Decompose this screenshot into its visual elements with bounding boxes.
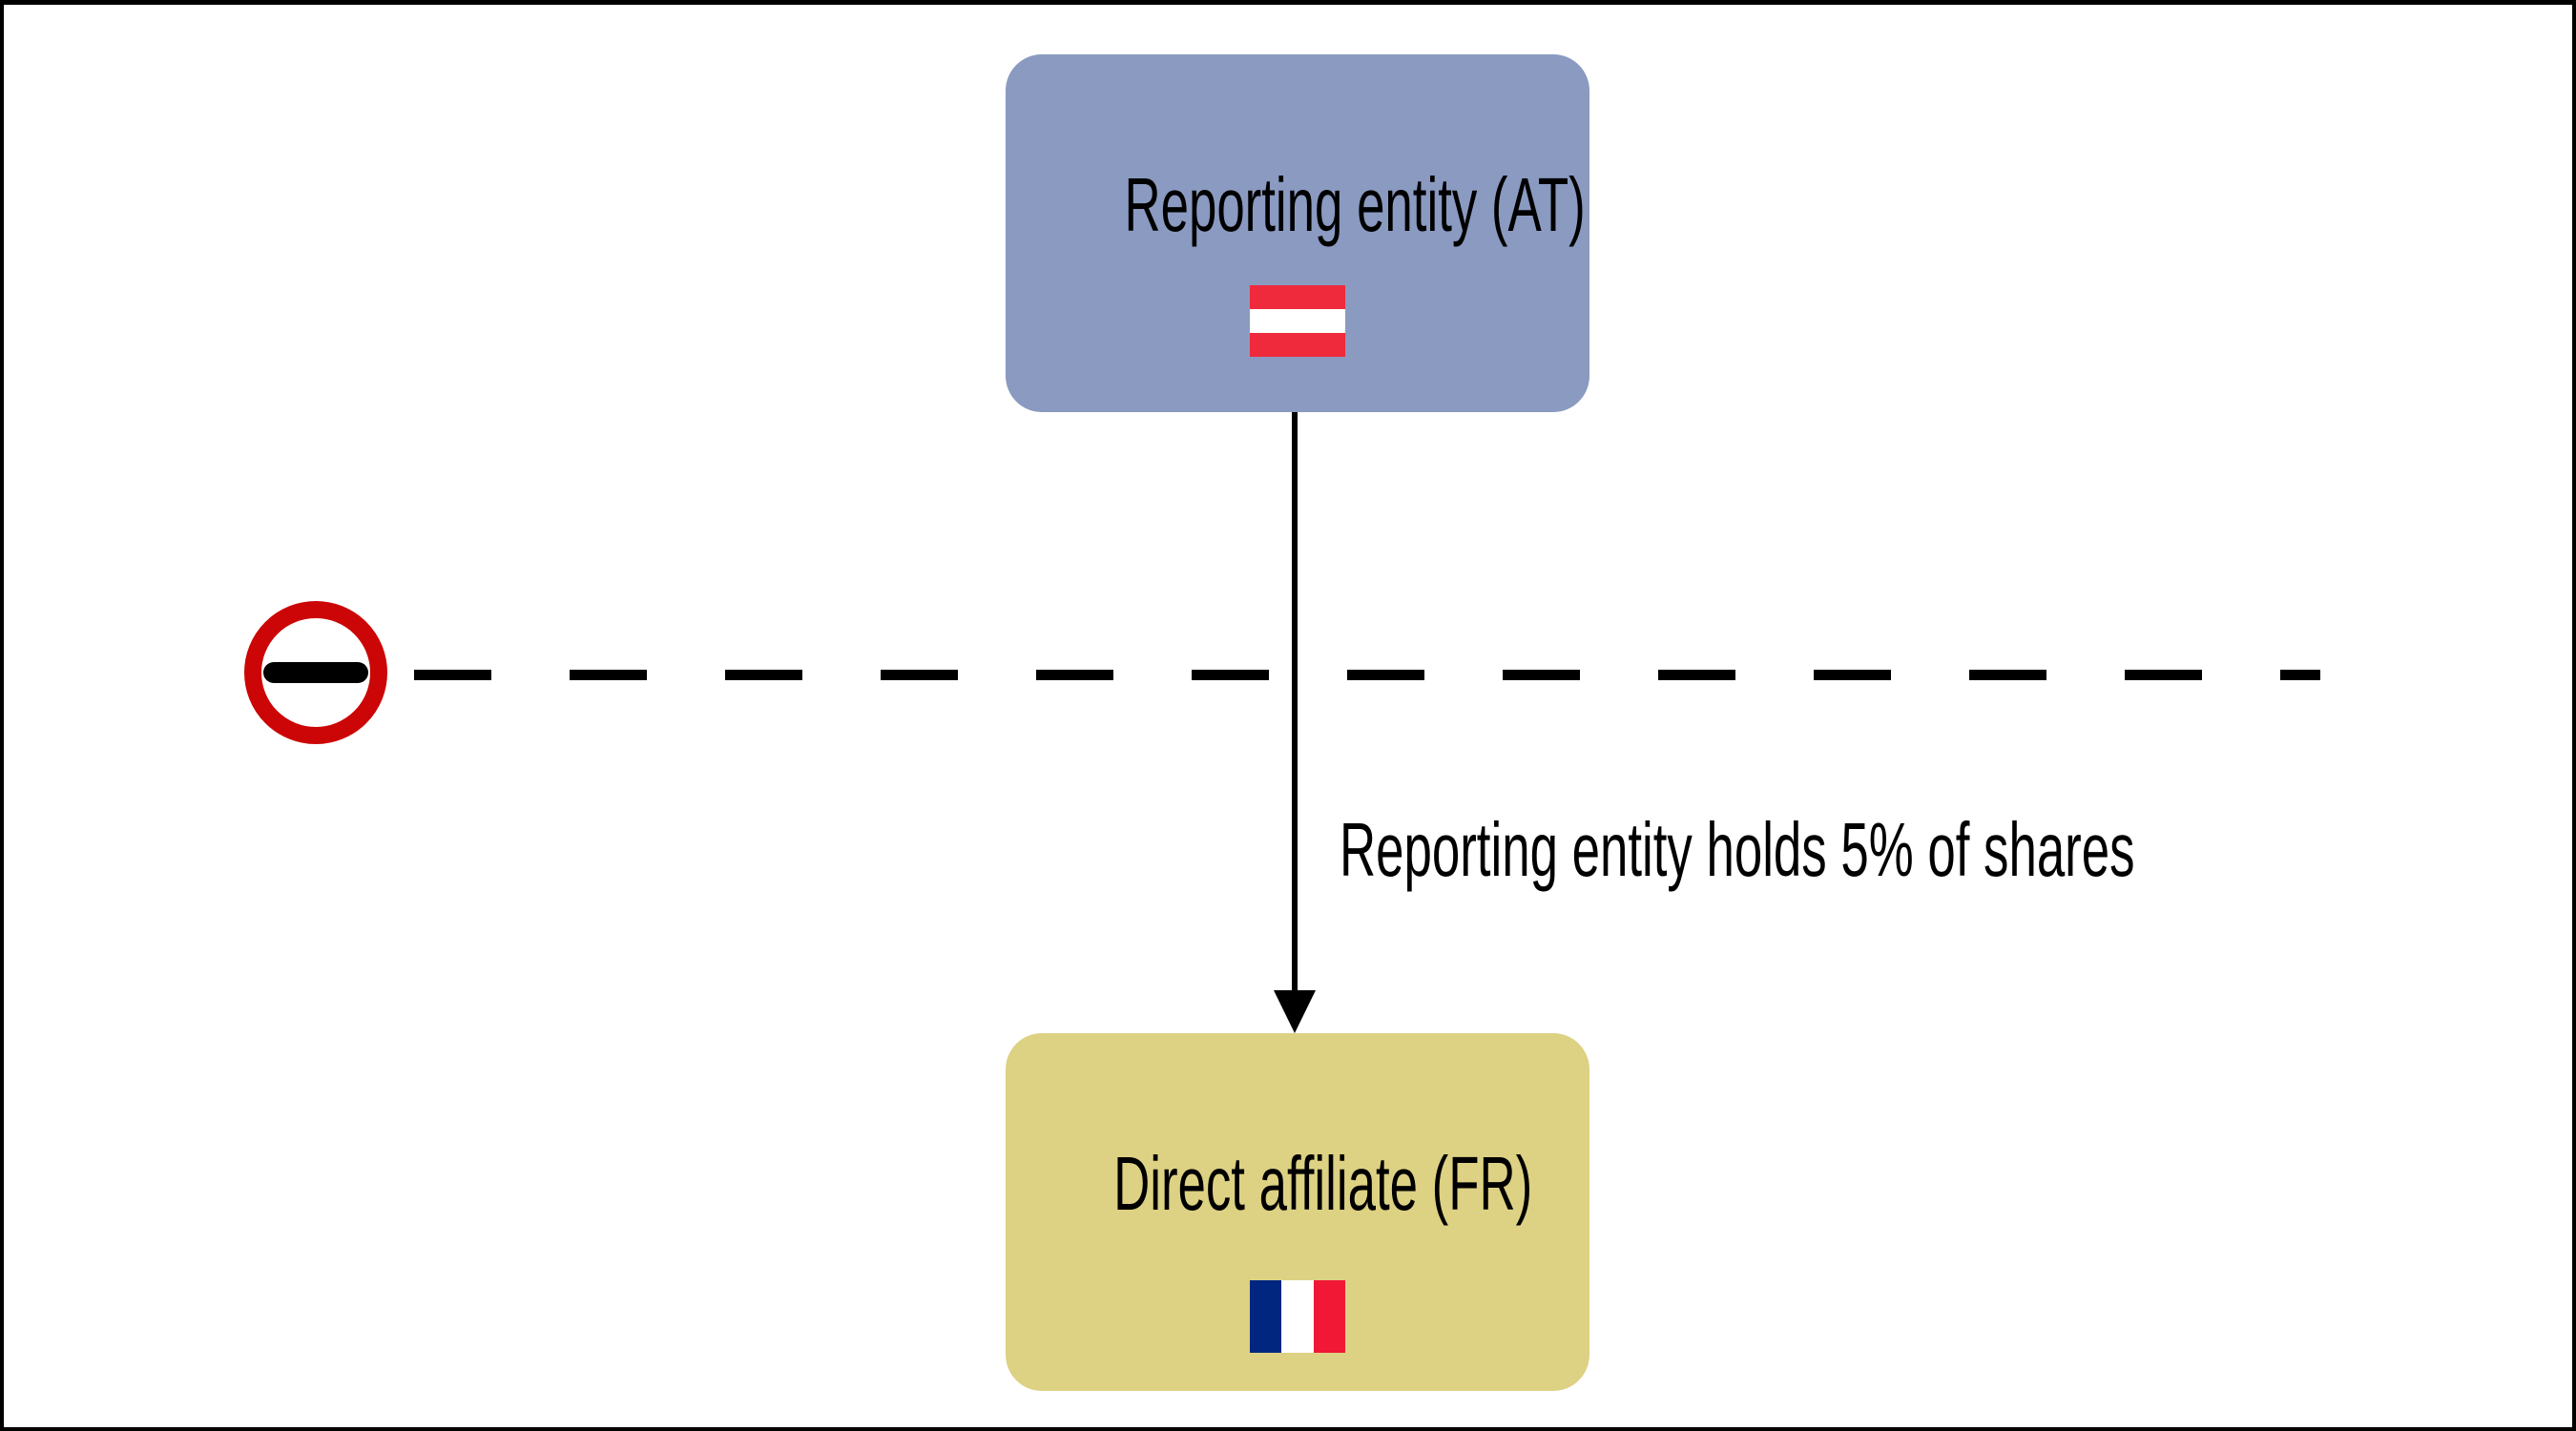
node-direct-affiliate-label-text: Direct affiliate (FR) — [1113, 1141, 1533, 1226]
no-entry-icon — [244, 601, 387, 744]
node-reporting-entity: Reporting entity (AT) — [1006, 54, 1589, 412]
ownership-arrow-line — [1292, 412, 1298, 990]
austria-flag-icon — [1250, 285, 1345, 357]
node-reporting-entity-label: Reporting entity (AT) — [1006, 167, 1589, 243]
node-direct-affiliate: Direct affiliate (FR) — [1006, 1033, 1589, 1391]
ownership-arrow-head-icon — [1274, 990, 1316, 1033]
no-entry-icon-bar — [263, 662, 368, 683]
austria-flag-stripe-bottom — [1250, 333, 1345, 357]
node-direct-affiliate-label: Direct affiliate (FR) — [1006, 1146, 1589, 1222]
ownership-edge-label-text: Reporting entity holds 5% of shares — [1340, 807, 2135, 892]
austria-flag-stripe-top — [1250, 285, 1345, 309]
node-reporting-entity-label-text: Reporting entity (AT) — [1124, 162, 1586, 247]
ownership-edge-label: Reporting entity holds 5% of shares — [1340, 812, 2545, 888]
france-flag-stripe-blue — [1250, 1280, 1282, 1353]
france-flag-stripe-red — [1313, 1280, 1345, 1353]
france-flag-icon — [1250, 1280, 1345, 1353]
threshold-dashed-line — [414, 670, 2320, 680]
france-flag-stripe-white — [1281, 1280, 1314, 1353]
austria-flag-stripe-middle — [1250, 309, 1345, 333]
